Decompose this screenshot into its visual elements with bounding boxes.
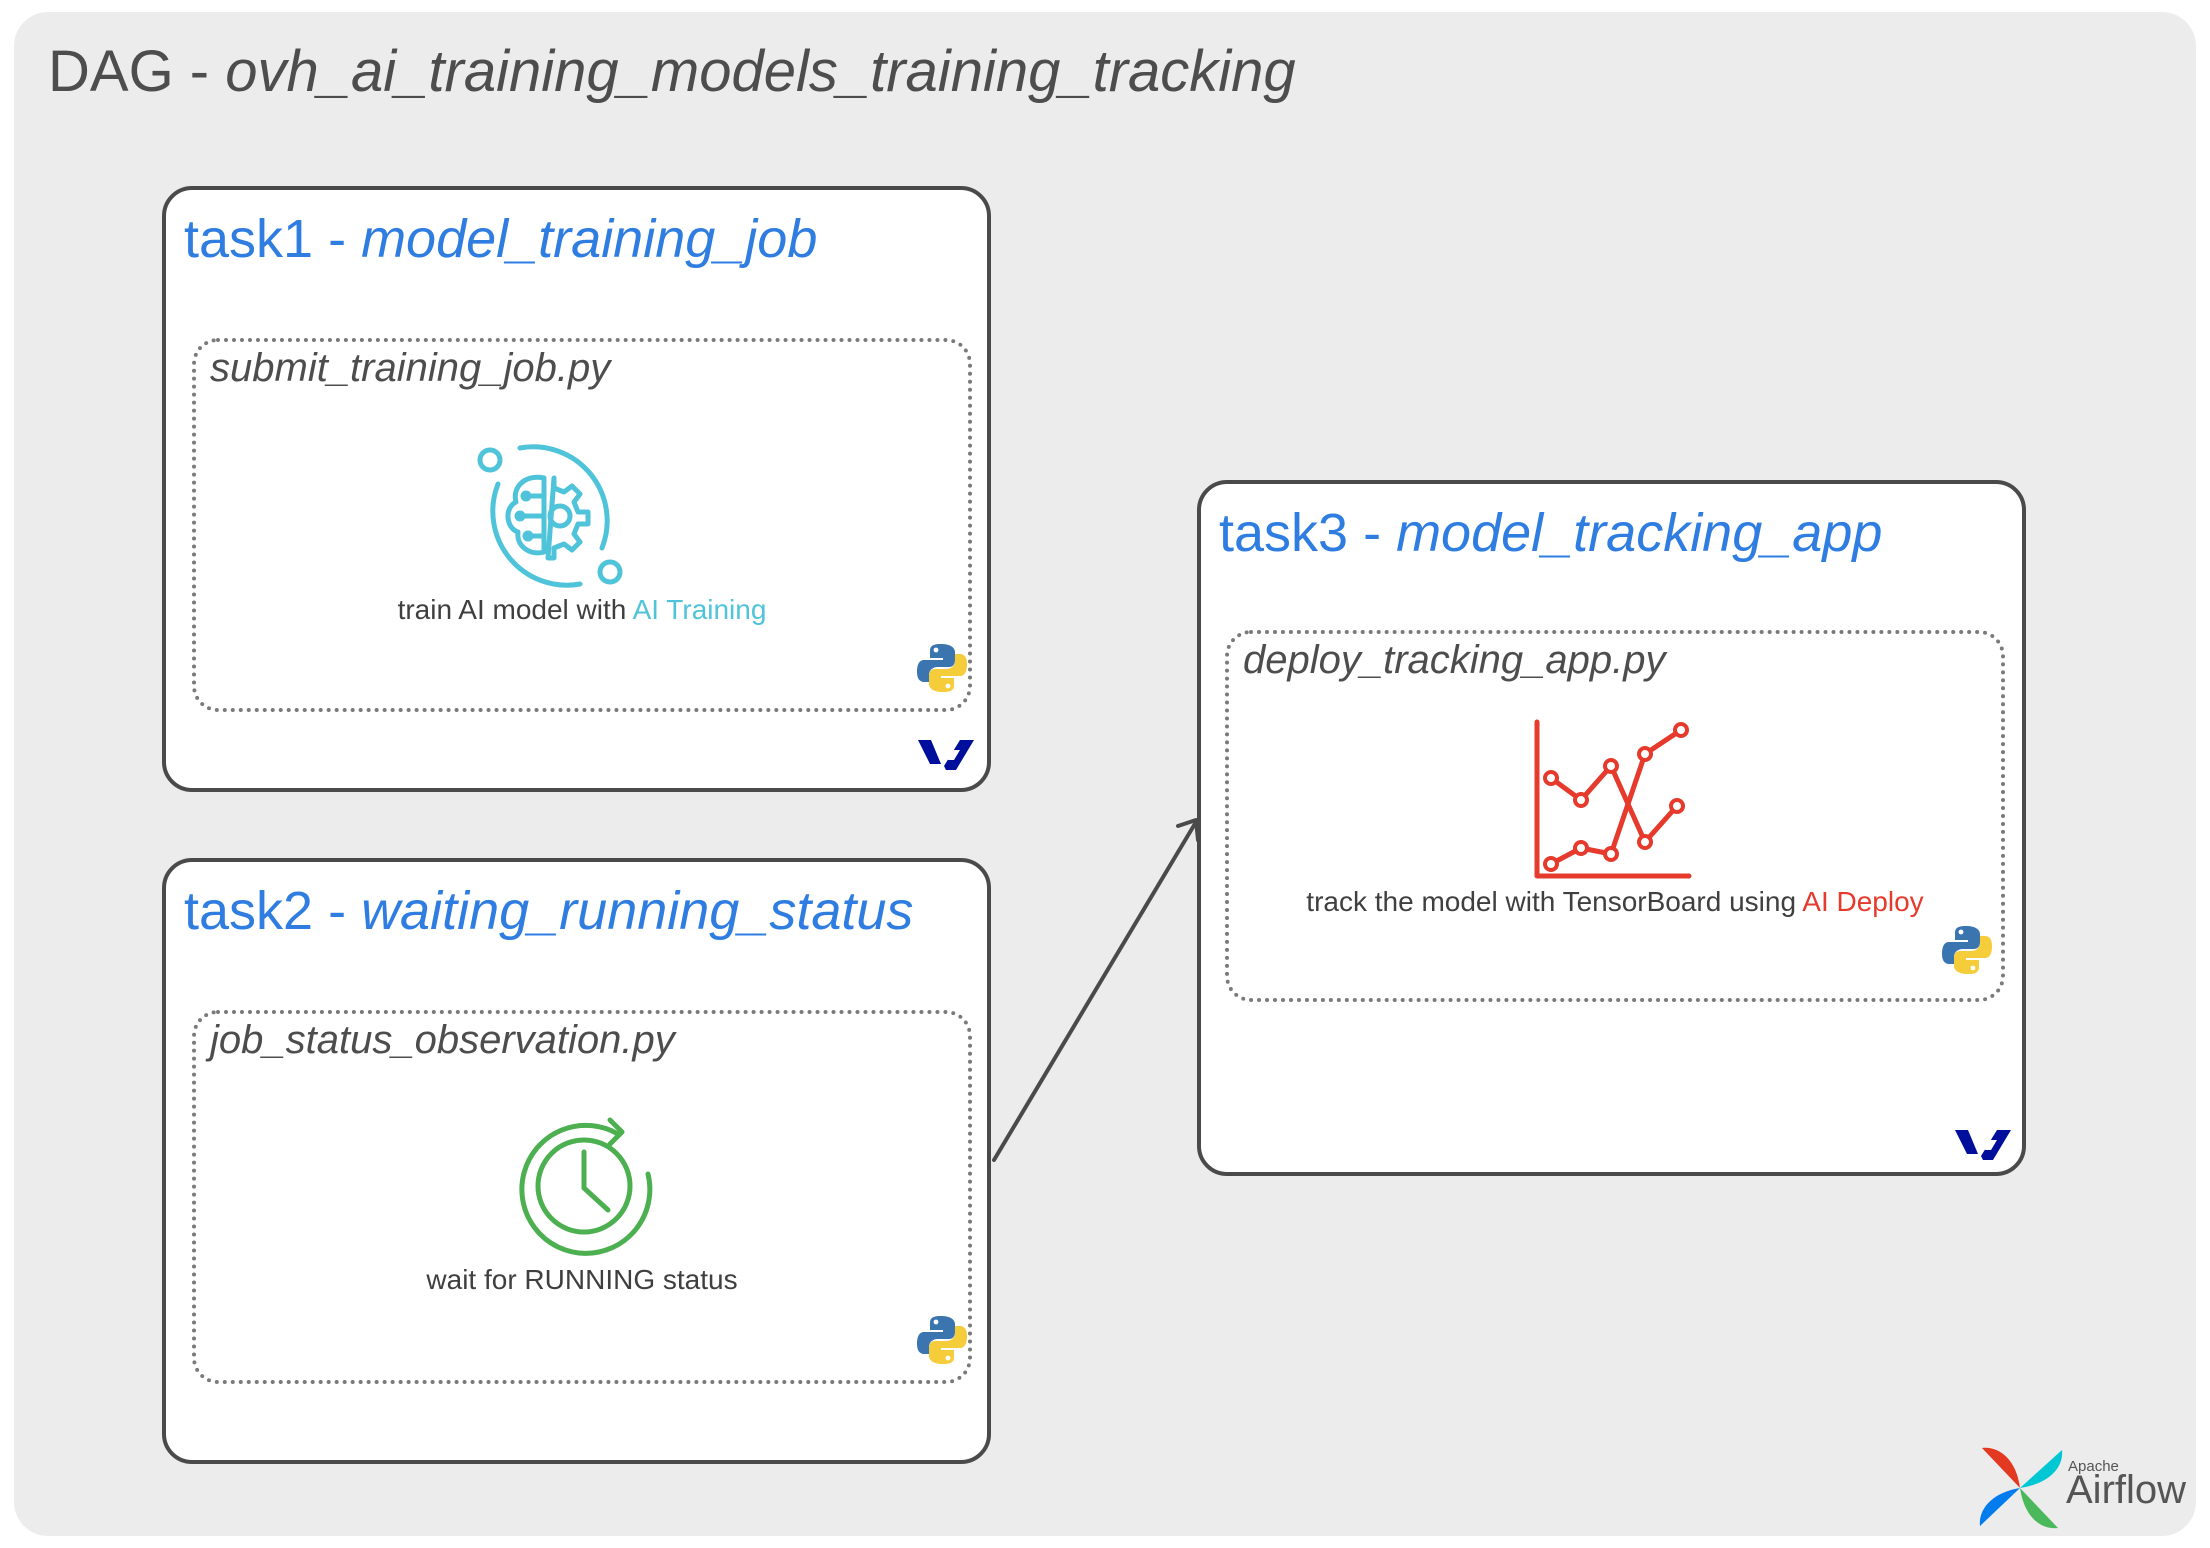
dag-title: DAG - ovh_ai_training_models_training_tr… — [48, 40, 1296, 104]
task1-script-box: submit_training_job.py train AI model wi… — [192, 338, 972, 712]
task3-prefix: task3 - — [1219, 503, 1397, 563]
task3-caption: track the model with TensorBoard using A… — [1229, 886, 2001, 918]
task2-script-box: job_status_observation.py wait for RUNNI… — [192, 1010, 972, 1384]
clock-refresh-icon — [519, 1117, 653, 1256]
task3-script-box: deploy_tracking_app.py track the model w… — [1225, 630, 2005, 1002]
ovh-logo-icon — [918, 740, 974, 770]
task1-title: task1 - model_training_job — [184, 209, 818, 269]
line-chart-icon — [1534, 719, 1692, 879]
task2-name: waiting_running_status — [361, 881, 914, 941]
task3-caption-text: track the model with TensorBoard using — [1306, 886, 1803, 917]
task3-caption-highlight: AI Deploy — [1802, 886, 1924, 917]
task2-caption: wait for RUNNING status — [196, 1264, 968, 1296]
task1-prefix: task1 - — [184, 209, 362, 269]
task3-title: task3 - model_tracking_app — [1219, 503, 1883, 563]
task2-prefix: task2 - — [184, 881, 362, 941]
task3-script-name: deploy_tracking_app.py — [1243, 638, 1666, 682]
task1-script-name: submit_training_job.py — [210, 346, 611, 390]
task1-caption-text: train AI model with — [397, 594, 633, 625]
airflow-logo-small-text: Apache — [2068, 1458, 2119, 1475]
dag-title-name: ovh_ai_training_models_training_tracking — [225, 39, 1296, 104]
task1-box[interactable]: task1 - model_training_job submit_traini… — [162, 186, 991, 792]
task3-box[interactable]: task3 - model_tracking_app deploy_tracki… — [1197, 480, 2026, 1176]
task1-caption-highlight: AI Training — [632, 594, 767, 625]
ovh-logo-icon — [1955, 1130, 2011, 1160]
task2-box[interactable]: task2 - waiting_running_status job_statu… — [162, 858, 991, 1464]
task1-caption: train AI model with AI Training — [196, 594, 968, 626]
task2-title: task2 - waiting_running_status — [184, 881, 914, 941]
python-icon — [917, 1316, 967, 1364]
task1-name: model_training_job — [361, 209, 818, 269]
task2-script-name: job_status_observation.py — [210, 1018, 675, 1062]
brain-gear-icon — [477, 444, 623, 588]
task3-name: model_tracking_app — [1396, 503, 1883, 563]
airflow-logo-text: Airflow — [2066, 1468, 2187, 1512]
python-icon — [917, 644, 967, 692]
airflow-pinwheel-icon — [1979, 1447, 2063, 1529]
dag-title-prefix: DAG - — [48, 39, 226, 104]
python-icon — [1942, 926, 1992, 974]
task2-caption-text: wait for RUNNING status — [426, 1264, 738, 1295]
